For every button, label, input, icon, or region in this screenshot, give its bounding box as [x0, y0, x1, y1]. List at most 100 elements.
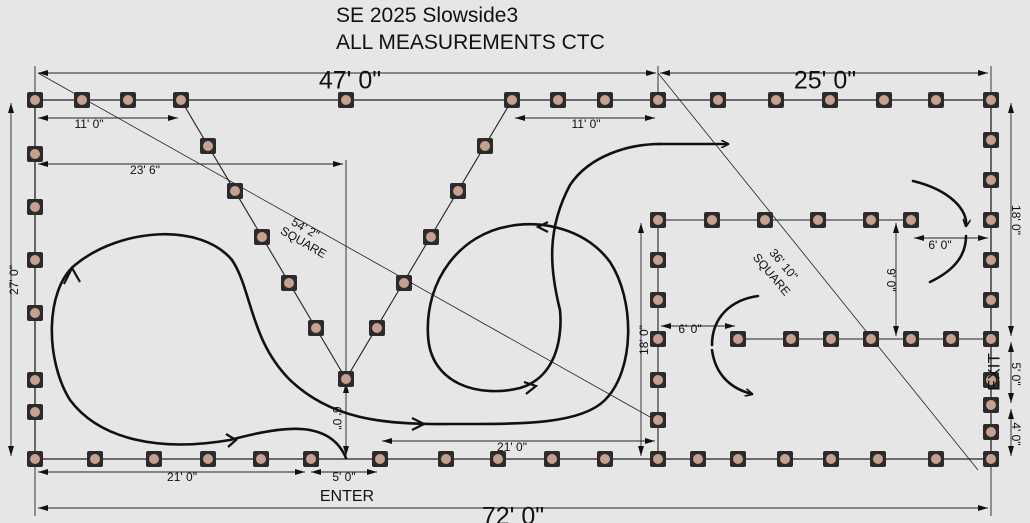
diagram-title: SE 2025 Slowside3 — [336, 4, 519, 27]
fence-post-center — [372, 323, 382, 333]
fence-post-center — [713, 95, 723, 105]
fence-post-center — [341, 374, 351, 384]
path-right-curve-2 — [928, 234, 968, 284]
fence-post-center — [441, 454, 451, 464]
fence-post-center — [230, 186, 240, 196]
fence-post-center — [653, 375, 663, 385]
fence-post-center — [906, 215, 916, 225]
fence-post-center — [123, 95, 133, 105]
fence-post-center — [931, 454, 941, 464]
fence-post-center — [600, 454, 610, 464]
path-left-loop — [50, 142, 662, 460]
path-right-curve — [911, 179, 966, 226]
v-fence-lines — [180, 99, 513, 380]
label-top-right-span: 25' 0" — [794, 67, 856, 95]
fence-post-center — [866, 334, 876, 344]
fence-post-center — [866, 215, 876, 225]
fence-post-center — [946, 334, 956, 344]
dimension-labels: 47' 0"25' 0"72' 0"27' 0"11' 0"11' 0"23' … — [7, 67, 1023, 523]
fence-post-center — [986, 255, 996, 265]
fence-post-center — [653, 215, 663, 225]
fence-post-center — [311, 323, 321, 333]
fence-post-center — [760, 215, 770, 225]
fence-post-center — [399, 278, 409, 288]
label-mid-inner-v: 18' 0" — [637, 325, 651, 355]
fence-post-center — [986, 375, 996, 385]
fence-post-center — [826, 454, 836, 464]
fence-post-center — [30, 308, 40, 318]
path-arrowheads — [63, 221, 549, 448]
fence-post-center — [507, 95, 517, 105]
fence-post-center — [30, 202, 40, 212]
fence-post-center — [30, 407, 40, 417]
fence-post-center — [986, 135, 996, 145]
fence-post-center — [786, 334, 796, 344]
dimension-lines — [8, 66, 1014, 516]
course-path — [50, 142, 968, 460]
label-bottom-span: 72' 0" — [482, 503, 544, 523]
fence-post-center — [341, 95, 351, 105]
label-left-height: 27' 0" — [7, 265, 21, 295]
fence-post-center — [733, 334, 743, 344]
fence-post-center — [30, 95, 40, 105]
fence-post-center — [553, 95, 563, 105]
fence-post-center — [547, 454, 557, 464]
label-enter: ENTER — [320, 488, 374, 505]
outer-boundary — [34, 99, 992, 460]
fence-post-center — [931, 95, 941, 105]
fence-post-center — [653, 95, 663, 105]
fence-post-center — [149, 454, 159, 464]
fence-post-center — [203, 454, 213, 464]
fence-posts — [27, 92, 999, 467]
fence-post-center — [90, 454, 100, 464]
fence-post-center — [771, 95, 781, 105]
fence-post-center — [879, 95, 889, 105]
fence-post-center — [30, 149, 40, 159]
label-mid-gap: 6' 0" — [678, 322, 701, 336]
fence-post-center — [77, 95, 87, 105]
fence-post-center — [453, 186, 463, 196]
fence-post-center — [873, 454, 883, 464]
fence-post-center — [986, 334, 996, 344]
label-exit: EXIT — [984, 353, 1003, 391]
label-right-inner-gap: 6' 0" — [928, 238, 951, 252]
fence-post-center — [30, 375, 40, 385]
fence-post-center — [986, 175, 996, 185]
fence-post-center — [30, 255, 40, 265]
fence-post-center — [30, 454, 40, 464]
label-bottom-mid: 21' 0" — [497, 440, 527, 454]
path-mid-curve — [710, 294, 760, 347]
diagram-subtitle: ALL MEASUREMENTS CTC — [336, 31, 605, 54]
fence-post-center — [986, 215, 996, 225]
fence-post-center — [493, 454, 503, 464]
fence-post-center — [825, 95, 835, 105]
fence-post-center — [707, 215, 717, 225]
label-exit-upper: 5' 0" — [1009, 362, 1023, 385]
fence-post-center — [375, 454, 385, 464]
label-bottom-enter-gap: 5' 0" — [332, 470, 355, 484]
label-left-inner: 23' 6" — [130, 163, 160, 177]
label-exit-lower: 4' 0" — [1009, 422, 1023, 445]
fence-post-center — [813, 215, 823, 225]
path-mid-curve-2 — [710, 348, 752, 394]
fence-post-center — [780, 454, 790, 464]
fence-post-center — [284, 278, 294, 288]
fence-post-center — [176, 95, 186, 105]
fence-post-center — [653, 415, 663, 425]
fence-post-center — [733, 454, 743, 464]
fence-post-center — [986, 95, 996, 105]
fence-post-center — [257, 232, 267, 242]
fence-post-center — [426, 232, 436, 242]
fence-post-center — [306, 454, 316, 464]
fence-post-center — [653, 334, 663, 344]
label-right-inner-v: 9' 0" — [884, 268, 898, 291]
label-top-left-gap: 11' 0" — [74, 117, 103, 131]
fence-post-center — [986, 454, 996, 464]
label-top-mid-gap: 11' 0" — [571, 117, 600, 131]
fence-post-center — [653, 255, 663, 265]
fence-post-center — [256, 454, 266, 464]
fence-post-center — [203, 141, 213, 151]
fence-post-center — [600, 95, 610, 105]
